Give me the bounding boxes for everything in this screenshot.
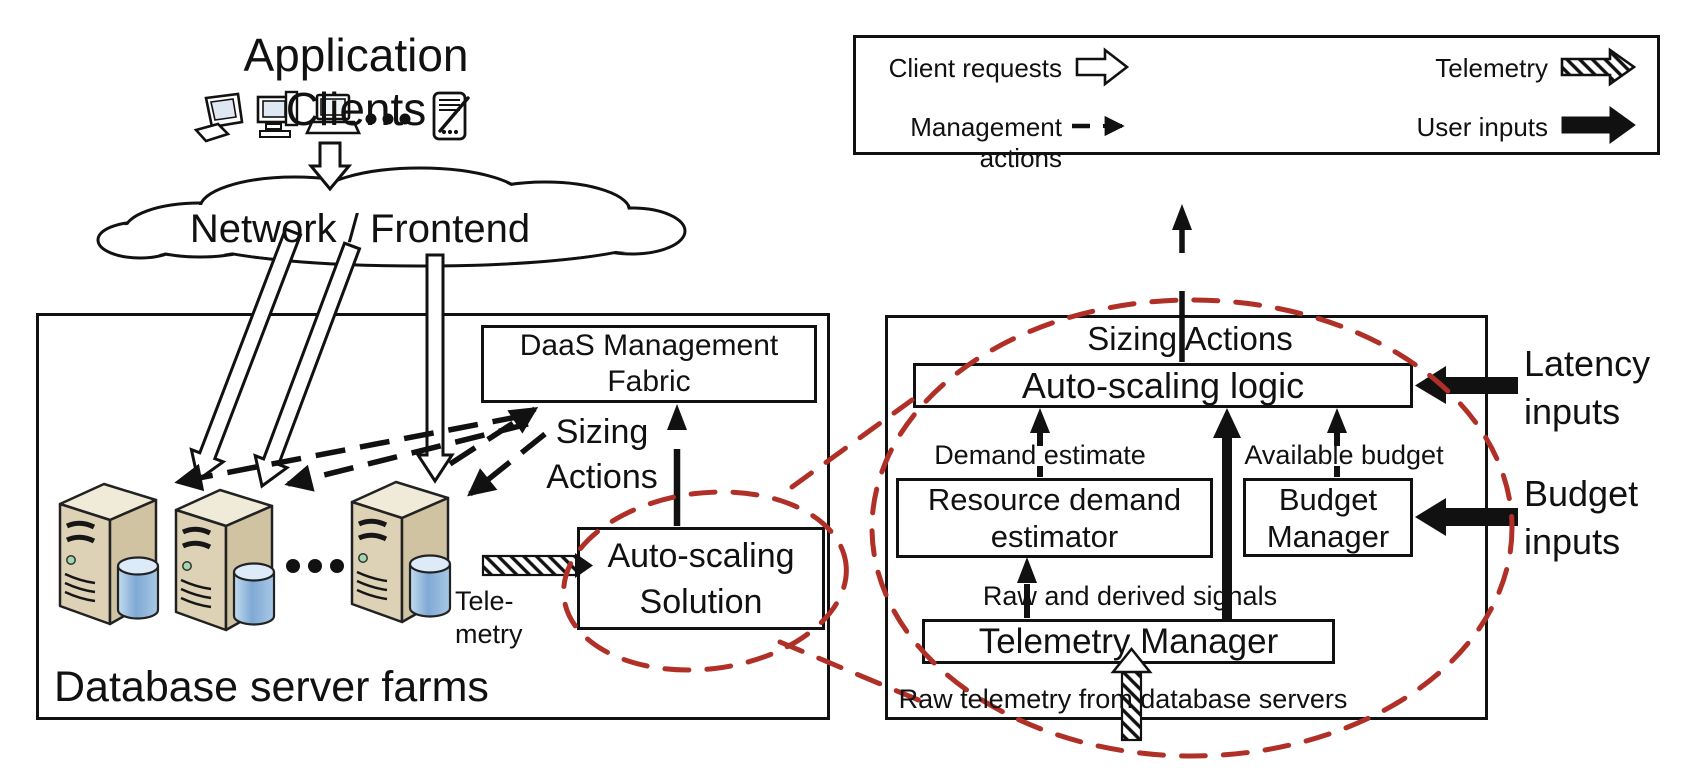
budget-manager-label: Budget Manager — [1266, 481, 1390, 554]
management-action-arrow-server2 — [284, 421, 529, 492]
raw-signals-arrow — [1213, 408, 1241, 619]
user-inputs-arrow-glyph — [1561, 106, 1636, 144]
budget-manager-box: Budget Manager — [1243, 478, 1413, 557]
available-budget-label: Available budget — [1244, 440, 1444, 470]
latency-inputs-label: Latency inputs — [1524, 343, 1651, 432]
legend-telemetry: Telemetry — [1435, 53, 1548, 83]
client-device-icons — [193, 90, 470, 143]
ellipsis-dots — [365, 113, 411, 125]
management-action-arrows — [174, 406, 547, 497]
sizing-actions-arrow-left — [667, 404, 687, 526]
sizing-actions-left-label: Sizing Actions — [546, 413, 658, 496]
management-action-arrow-server3 — [467, 431, 547, 497]
autoscaling-logic-label: Auto-scaling logic — [1021, 364, 1305, 406]
telemetry-arrow-glyph — [1560, 47, 1637, 87]
zoom-ellipse-small — [561, 489, 849, 673]
crt-computer-icon — [193, 92, 244, 143]
management-action-arrow-to-fabric — [448, 406, 539, 467]
autoscaling-logic-box: Auto-scaling logic — [913, 363, 1413, 408]
zoom-annotation — [561, 297, 1515, 759]
clients-to-cloud-arrow — [307, 141, 353, 192]
latency-inputs-arrow — [1415, 366, 1518, 404]
resource-demand-estimator-label: Resource demand estimator — [927, 482, 1182, 554]
tablet-icon — [432, 91, 470, 141]
cloud-label: Network / Frontend — [189, 207, 531, 251]
legend-user-inputs: User inputs — [1416, 112, 1549, 142]
autoscaling-solution-box: Auto-scaling Solution — [577, 527, 825, 630]
available-budget-arrow — [1327, 408, 1347, 477]
server-icon — [176, 490, 274, 630]
desktop-computer-icon — [256, 90, 299, 138]
page-title: Application Clients — [243, 29, 469, 136]
telemetry-link-label: Tele- metry — [455, 586, 523, 649]
client-request-arrow-2 — [253, 241, 362, 489]
client-request-arrow-3 — [415, 253, 455, 484]
server-ellipsis-dots — [286, 559, 344, 573]
demand-estimate-arrow — [1030, 408, 1050, 477]
client-requests-arrow-glyph — [1075, 47, 1130, 87]
farm-title: Database server farms — [54, 663, 489, 711]
resource-demand-estimator-box: Resource demand estimator — [896, 478, 1213, 558]
autoscaling-solution-label: Auto-scaling Solution — [607, 536, 795, 621]
raw-derived-signals-label: Raw and derived signals — [982, 581, 1278, 611]
telemetry-to-estimator-arrow — [1017, 557, 1037, 618]
laptop-icon — [304, 93, 362, 135]
raw-telemetry-arrow — [1110, 647, 1153, 742]
zoom-connector-bottom — [777, 639, 931, 707]
server-icon — [60, 484, 158, 624]
management-action-arrow-server1 — [174, 413, 523, 492]
legend-client-requests: Client requests — [888, 53, 1062, 83]
demand-estimate-label: Demand estimate — [934, 440, 1146, 470]
server-icon — [352, 482, 450, 622]
daas-management-fabric-box: DaaS Management Fabric — [481, 325, 817, 403]
budget-inputs-arrow — [1415, 498, 1518, 536]
zoom-connector-top — [789, 397, 915, 490]
zoom-ellipse-large — [869, 297, 1515, 759]
legend-management-actions: Management actions — [910, 112, 1062, 173]
cloud-shape — [96, 166, 687, 268]
client-request-arrow-1 — [189, 227, 303, 483]
telemetry-manager-label: Telemetry Manager — [978, 621, 1279, 661]
telemetry-bar — [481, 553, 593, 578]
budget-inputs-label: Budget inputs — [1524, 473, 1639, 562]
sizing-actions-arrow-right — [1172, 204, 1192, 362]
daas-management-fabric-label: DaaS Management Fabric — [519, 329, 779, 398]
raw-telemetry-label: Raw telemetry from database servers — [898, 684, 1348, 714]
sizing-actions-right-label: Sizing Actions — [1087, 320, 1293, 357]
legend-box — [853, 35, 1660, 155]
